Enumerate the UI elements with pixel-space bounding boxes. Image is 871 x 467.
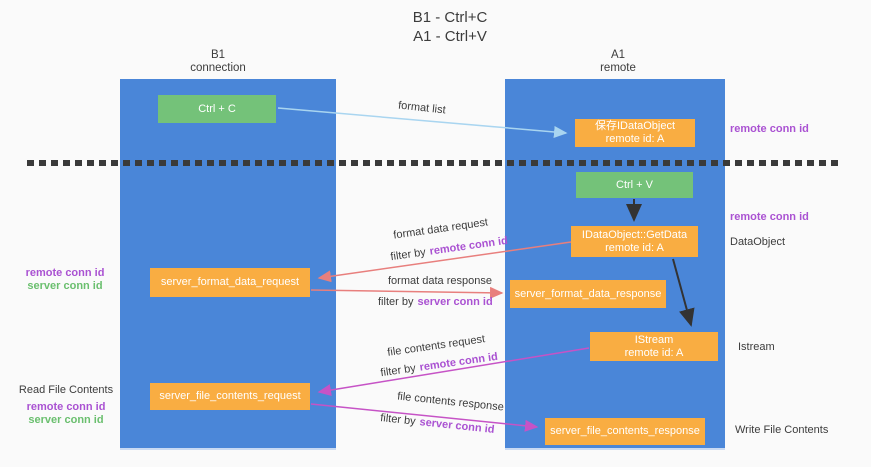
server-file-contents-response-box: server_file_contents_response (545, 418, 705, 445)
server-file-contents-request-box: server_file_contents_request (150, 383, 310, 410)
read-file-contents-notes: Read File Contents remote conn id server… (16, 384, 116, 427)
file-contents-request-arrow (317, 347, 590, 396)
format-data-request-arrow (317, 241, 572, 283)
format-data-response-label: format data response (388, 275, 492, 287)
istream-line2: remote id: A (624, 346, 684, 359)
server-format-data-request-label: server_format_data_request (160, 276, 300, 288)
right-column-role: remote (600, 62, 636, 74)
left-column-name: B1 (210, 49, 226, 61)
remote-conn-id-note-bottom: remote conn id (26, 401, 106, 413)
server-format-data-response-box: server_format_data_response (510, 280, 666, 308)
save-idataobject-box: 保存IDataObject remote id: A (575, 119, 695, 147)
dataobject-note: DataObject (730, 236, 786, 248)
server-conn-id-note-bottom: server conn id (28, 414, 104, 426)
right-column-name: A1 (610, 49, 626, 61)
read-file-contents-note: Read File Contents (18, 384, 114, 396)
idataobject-getdata-box: IDataObject::GetData remote id: A (571, 226, 698, 257)
istream-line1: IStream (634, 333, 674, 346)
format-data-response-arrow (310, 286, 504, 299)
ctrl-v-label: Ctrl + V (616, 178, 653, 191)
save-idataobject-line1: 保存IDataObject (594, 120, 676, 132)
server-format-data-response-label: server_format_data_response (514, 287, 662, 300)
right-column-header: A1 remote (560, 49, 676, 75)
file-contents-response-arrow (310, 403, 539, 432)
remote-conn-id-note-top: remote conn id (730, 123, 809, 135)
remote-conn-id-note-left: remote conn id (25, 267, 105, 279)
filter-by-text: filter by (378, 296, 414, 308)
server-format-data-request-box: server_format_data_request (150, 268, 310, 297)
idataobject-getdata-line1: IDataObject::GetData (581, 228, 688, 241)
remote-conn-id-note-mid: remote conn id (730, 211, 809, 223)
ctrl-v-box: Ctrl + V (576, 172, 693, 198)
server-conn-id-note-left: server conn id (27, 280, 103, 292)
server-file-contents-request-label: server_file_contents_request (159, 390, 301, 402)
diagram-title: B1 - Ctrl+C A1 - Ctrl+V (355, 8, 545, 46)
phase-separator-dashed-line (27, 160, 838, 166)
left-column-role: connection (190, 62, 246, 74)
istream-box: IStream remote id: A (590, 332, 718, 361)
format-list-arrow (277, 107, 568, 138)
getdata-to-istream-arrow (672, 258, 695, 327)
idataobject-getdata-line2: remote id: A (605, 241, 664, 254)
title-line-1: B1 - Ctrl+C (412, 9, 488, 26)
server-conn-id-text: server conn id (417, 296, 493, 308)
server-file-contents-response-label: server_file_contents_response (550, 425, 700, 437)
istream-note: Istream (738, 341, 775, 353)
save-idataobject-line2: remote id: A (605, 133, 665, 145)
title-line-2: A1 - Ctrl+V (413, 28, 487, 45)
left-conn-id-notes: remote conn id server conn id (18, 267, 112, 293)
left-column-header: B1 connection (150, 49, 286, 75)
ctrl-c-box: Ctrl + C (158, 95, 276, 123)
ctrl-c-label: Ctrl + C (198, 102, 236, 115)
write-file-contents-note: Write File Contents (735, 424, 829, 436)
